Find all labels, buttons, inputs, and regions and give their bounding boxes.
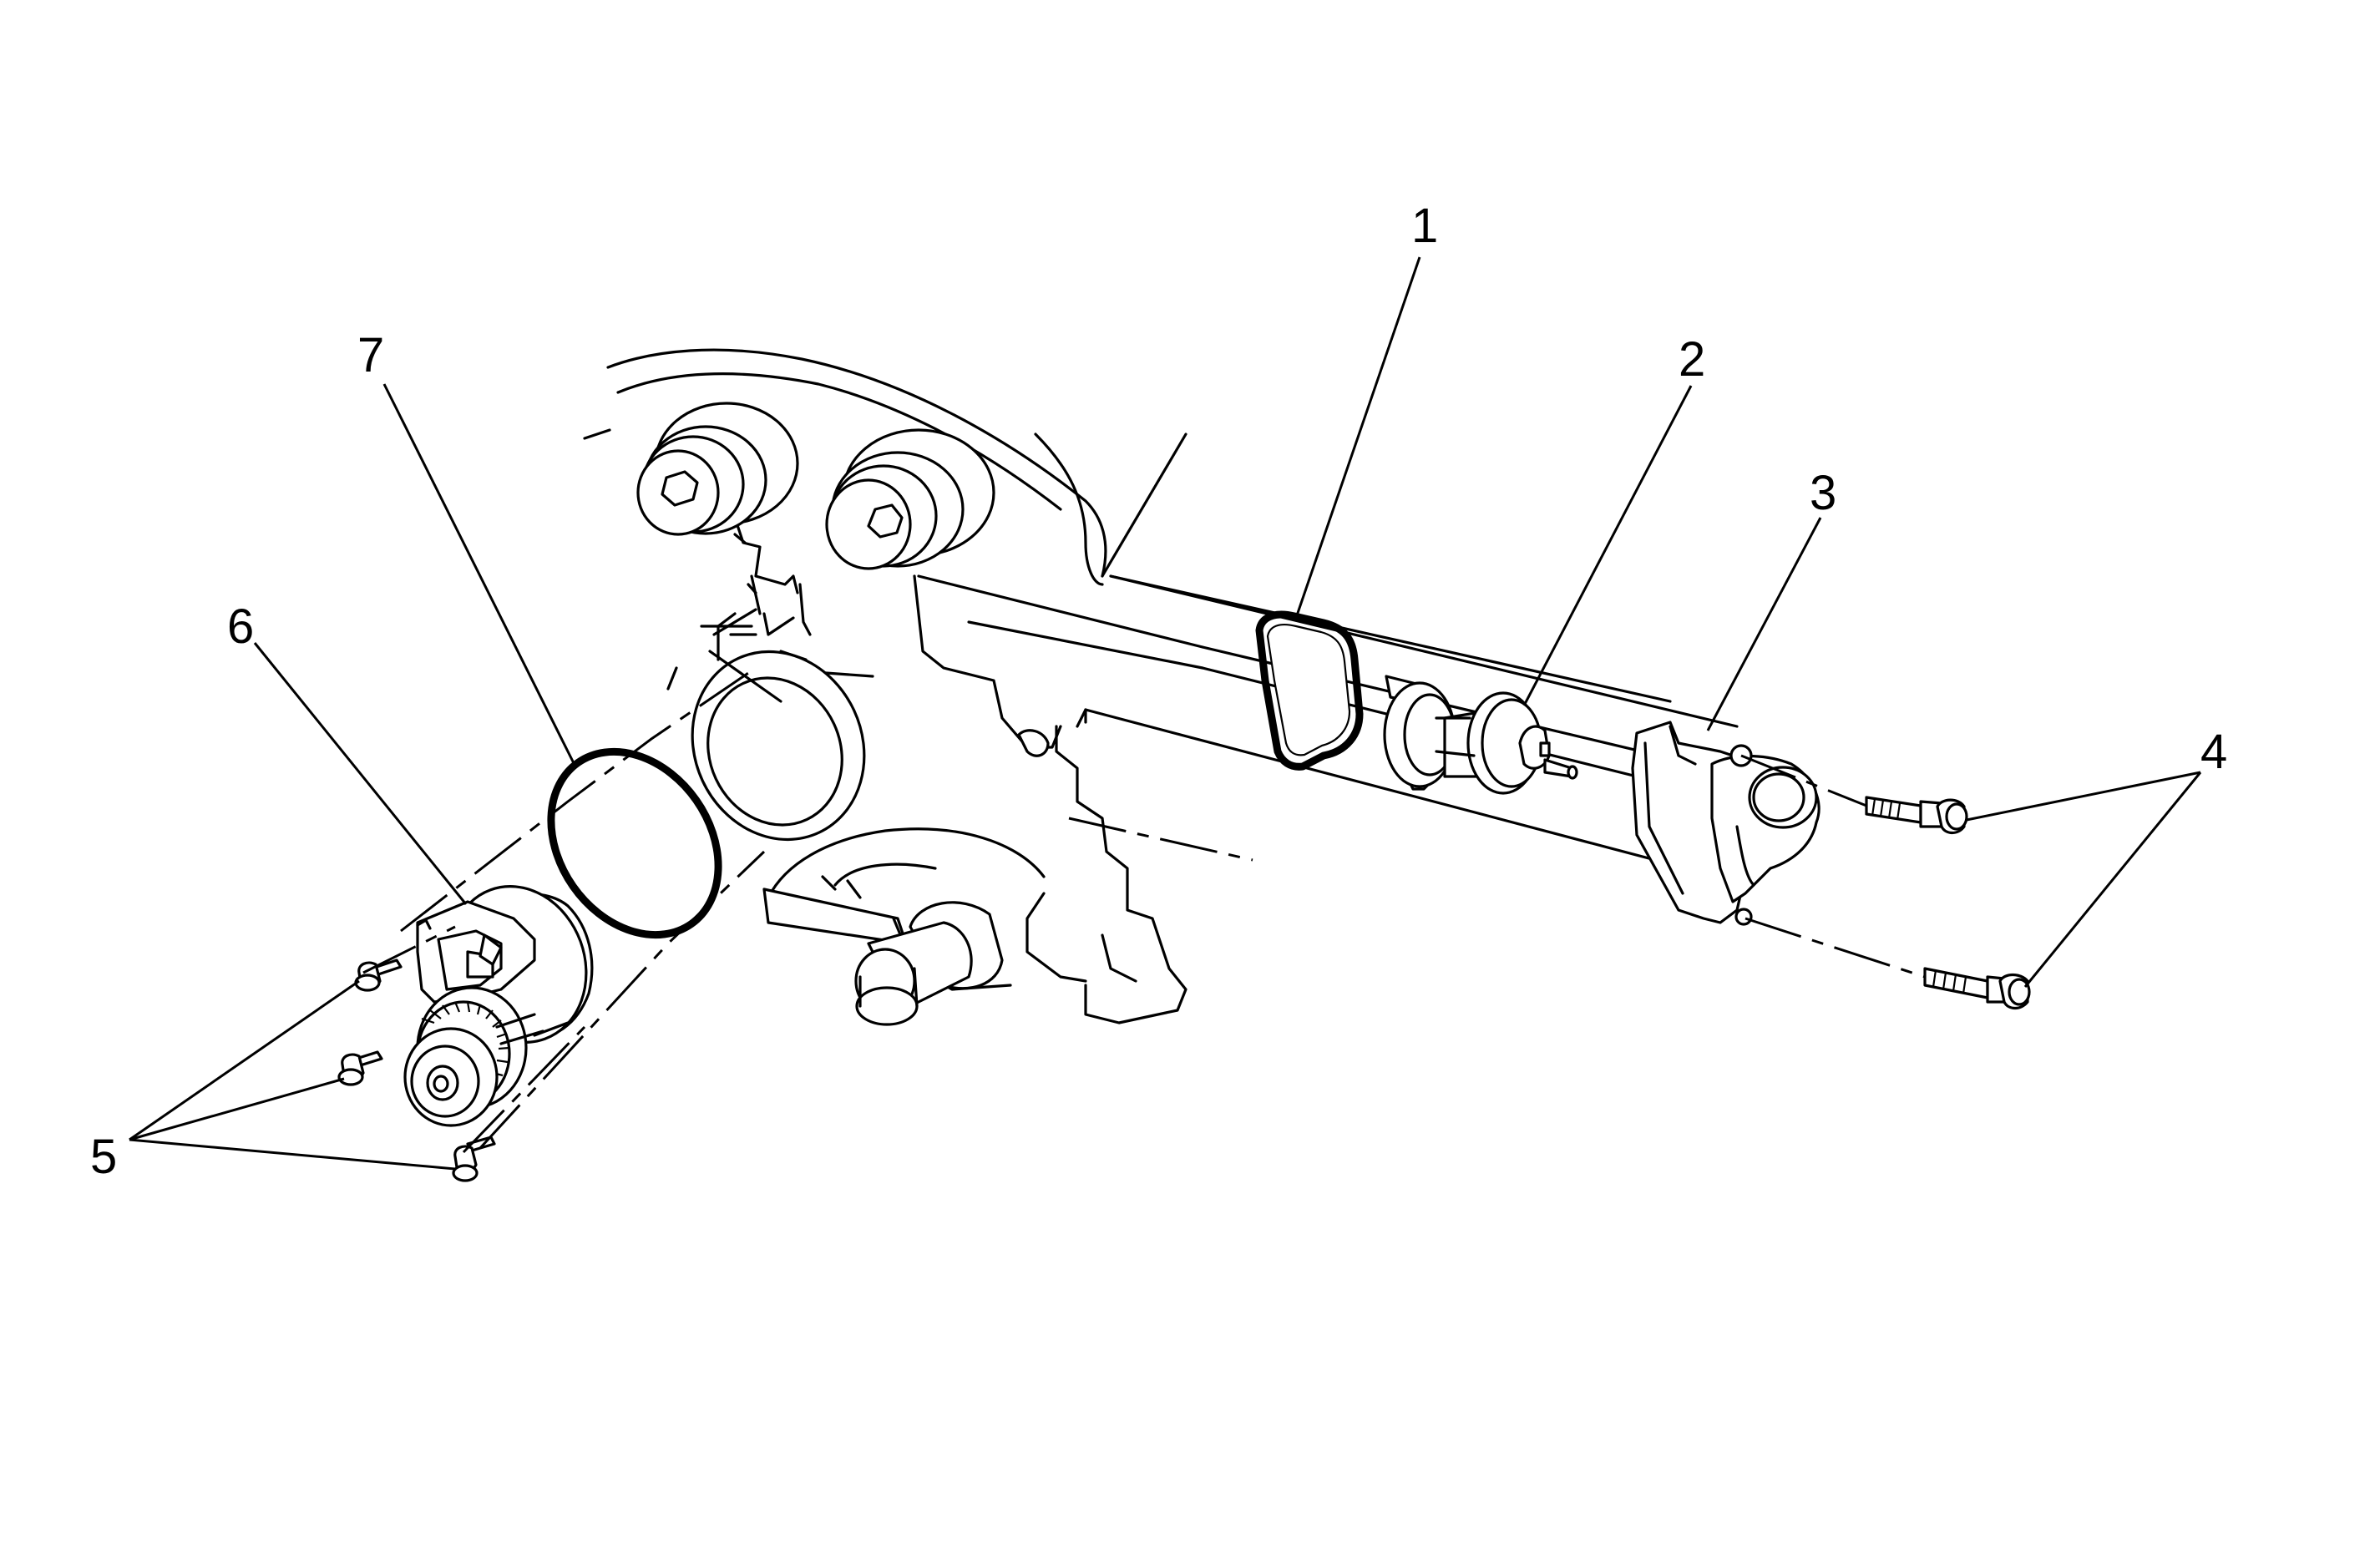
- callout-labels: 1 2 3 4 5 6 7: [90, 199, 2227, 1184]
- crankshaft-snout: [854, 901, 1004, 1026]
- timing-cover: [583, 348, 1672, 1024]
- water-pump-bolt-2: [337, 1050, 383, 1086]
- leader-lines: [129, 256, 2202, 1171]
- callout-6: 6: [227, 599, 254, 654]
- callout-2: 2: [1679, 332, 1705, 387]
- assembly-centerlines: [362, 666, 1926, 1154]
- water-pump-o-ring: [547, 747, 722, 939]
- thermostat-gasket: [1255, 610, 1364, 771]
- water-pump-bolt-1: [354, 959, 403, 992]
- thermostat: [1383, 675, 1578, 795]
- thermostat-housing: [1631, 721, 1820, 926]
- housing-bolt-upper: [1865, 796, 1968, 835]
- callout-1: 1: [1411, 199, 1438, 253]
- pump-gear-teeth: [421, 1001, 510, 1077]
- housing-bolt-lower: [1923, 967, 2031, 1010]
- water-pump: [403, 885, 594, 1127]
- water-pump-mounting-flange: [666, 608, 866, 842]
- callout-3: 3: [1810, 466, 1836, 520]
- camshaft-sprocket-left: [636, 402, 799, 536]
- camshaft-sprocket-right: [825, 428, 995, 570]
- callout-4: 4: [2200, 725, 2227, 779]
- water-pump-bolt-3: [452, 1136, 496, 1182]
- callout-7: 7: [357, 328, 384, 382]
- callout-5: 5: [90, 1130, 117, 1184]
